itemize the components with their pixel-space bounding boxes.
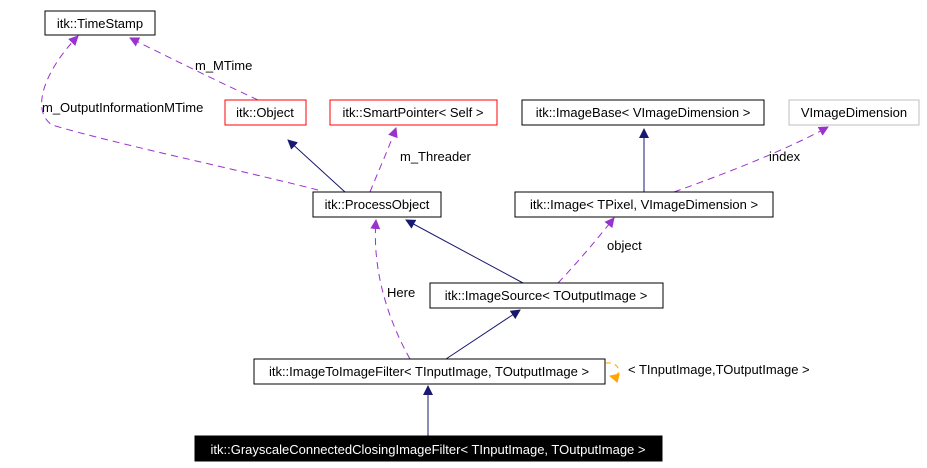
node-itk-smartpointer[interactable]: itk::SmartPointer< Self > [329, 99, 498, 126]
edge-processobject-to-object [287, 139, 346, 193]
node-itk-timestamp[interactable]: itk::TimeStamp [44, 10, 156, 36]
node-itk-processobject[interactable]: itk::ProcessObject [312, 191, 442, 218]
node-label: itk::GrayscaleConnectedClosingImageFilte… [210, 442, 645, 457]
edge-imagetoimage-to-imagesource [445, 309, 521, 360]
edge-label-m-outputinformationmtime: m_OutputInformationMTime [42, 100, 203, 115]
edge-label-object: object [607, 238, 642, 253]
node-label: itk::ImageBase< VImageDimension > [536, 105, 751, 120]
node-itk-imagesource[interactable]: itk::ImageSource< TOutputImage > [429, 282, 664, 309]
edge-imagesource-object [557, 217, 615, 284]
node-itk-imagetoimagefilter[interactable]: itk::ImageToImageFilter< TInputImage, TO… [253, 358, 606, 385]
edge-label-index: index [769, 149, 801, 164]
edge-imagesource-to-processobject [405, 219, 524, 284]
edge-label-m-mtime: m_MTime [195, 58, 252, 73]
node-vimagedimension: VImageDimension [788, 99, 920, 126]
node-label: itk::Object [236, 105, 294, 120]
edge-label-template-args: < TInputImage,TOutputImage > [628, 362, 810, 377]
inheritance-edges [287, 128, 649, 436]
node-label: itk::SmartPointer< Self > [343, 105, 484, 120]
node-label: itk::ImageSource< TOutputImage > [445, 288, 648, 303]
edge-image-index [673, 126, 829, 193]
edge-object-mtime [129, 37, 259, 101]
node-label: itk::TimeStamp [57, 16, 143, 31]
node-label: itk::Image< TPixel, VImageDimension > [530, 197, 758, 212]
edge-processobject-threader [369, 127, 398, 193]
edge-imagetoimage-template [605, 362, 620, 384]
usage-edges [41, 35, 829, 360]
node-label: itk::ImageToImageFilter< TInputImage, TO… [269, 364, 589, 379]
node-itk-object[interactable]: itk::Object [224, 99, 307, 126]
node-label: VImageDimension [801, 105, 907, 120]
edge-label-here: Here [387, 285, 415, 300]
node-itk-imagebase[interactable]: itk::ImageBase< VImageDimension > [521, 99, 765, 126]
edge-processobject-outputinfo [41, 35, 319, 191]
node-label: itk::ProcessObject [325, 197, 430, 212]
edge-imagetoimage-here [370, 219, 411, 360]
node-itk-image[interactable]: itk::Image< TPixel, VImageDimension > [514, 191, 774, 218]
node-itk-grayscaleconnectedclosingimagefilter: itk::GrayscaleConnectedClosingImageFilte… [194, 435, 663, 462]
edge-label-m-threader: m_Threader [400, 149, 471, 164]
